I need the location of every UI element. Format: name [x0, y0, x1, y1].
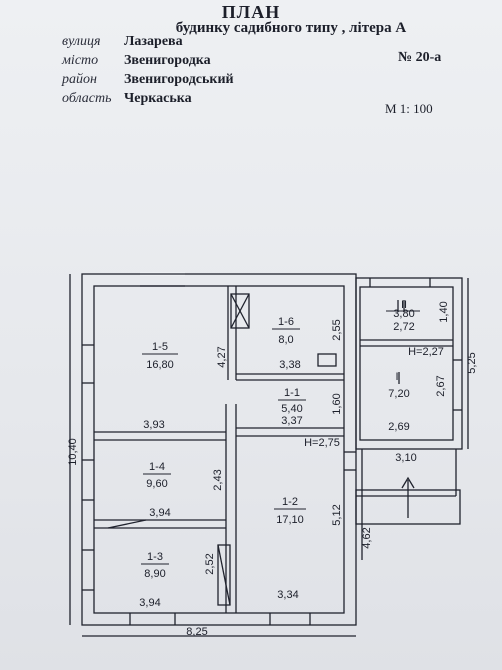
region-label: область	[62, 91, 112, 106]
dim-ext-height: 5,25	[466, 352, 478, 373]
dim-porch-height: 4,62	[361, 527, 373, 548]
dim-r16-width: 3,38	[279, 359, 300, 371]
dim-h-ext: Н=2,27	[408, 346, 444, 358]
room-1-4-id: 1-4	[149, 461, 165, 473]
plan-title: ПЛАН	[221, 2, 281, 22]
room-1-5-id: 1-5	[152, 341, 168, 353]
extension-outer-wall	[355, 277, 463, 450]
region-value: Черкаська	[124, 91, 192, 106]
room-1-3-area: 8,90	[144, 568, 165, 580]
dim-r14-height: 2,43	[212, 469, 224, 490]
dim-overall-height: 10,40	[67, 438, 79, 466]
dim-r12-width: 3,34	[277, 589, 298, 601]
dim-r13-height: 2,52	[204, 553, 216, 574]
inner-wall	[93, 285, 345, 614]
outer-wall	[81, 273, 357, 626]
dim-r13-width: 3,94	[139, 597, 160, 609]
room-1-6-area: 8,0	[278, 334, 293, 346]
plan-subtitle: будинку садибного типу , літера А	[175, 20, 407, 36]
street-label: вулиця	[62, 34, 101, 49]
district-label: район	[62, 72, 97, 87]
dim-r15-width: 3,93	[143, 419, 164, 431]
dim-r11-height: 1,60	[331, 393, 343, 414]
room-1-2-id: 1-2	[282, 496, 298, 508]
room-1-1-area: 5,40	[281, 403, 302, 415]
dim-i-width: 2,69	[388, 421, 409, 433]
dim-ext-width: 3,10	[395, 452, 416, 464]
room-ii-id: II	[401, 299, 407, 311]
district-value: Звенигородський	[124, 72, 234, 87]
dim-r12-height: 5,12	[331, 504, 343, 525]
dim-r15-height: 4,27	[216, 346, 228, 367]
scale-label: М 1: 100	[385, 101, 433, 116]
city-value: Звенигородка	[124, 53, 211, 68]
extension-inner-wall	[359, 286, 454, 441]
plot-number: № 20-а	[398, 50, 442, 65]
room-1-4-area: 9,60	[146, 478, 167, 490]
room-1-3-id: 1-3	[147, 551, 163, 563]
dim-ii-height: 1,40	[438, 301, 450, 322]
dim-h-main: Н=2,75	[304, 437, 340, 449]
dim-r16-height: 2,55	[331, 319, 343, 340]
city-label: місто	[62, 53, 99, 68]
room-1-1-id: 1-1	[284, 387, 300, 399]
dim-r11-width: 3,37	[281, 415, 302, 427]
room-i-id: I	[395, 371, 398, 383]
room-ii-area: 3,80	[393, 308, 414, 320]
room-1-2-area: 17,10	[276, 514, 304, 526]
room-i-area: 7,20	[388, 388, 409, 400]
room-1-5-area: 16,80	[146, 359, 174, 371]
dim-overall-width: 8,25	[186, 626, 207, 638]
room-1-6-id: 1-6	[278, 316, 294, 328]
dim-r14-width: 3,94	[149, 507, 170, 519]
dim-ii-width: 2,72	[393, 321, 414, 333]
street-value: Лазарева	[124, 34, 183, 49]
dim-i-height: 2,67	[435, 375, 447, 396]
